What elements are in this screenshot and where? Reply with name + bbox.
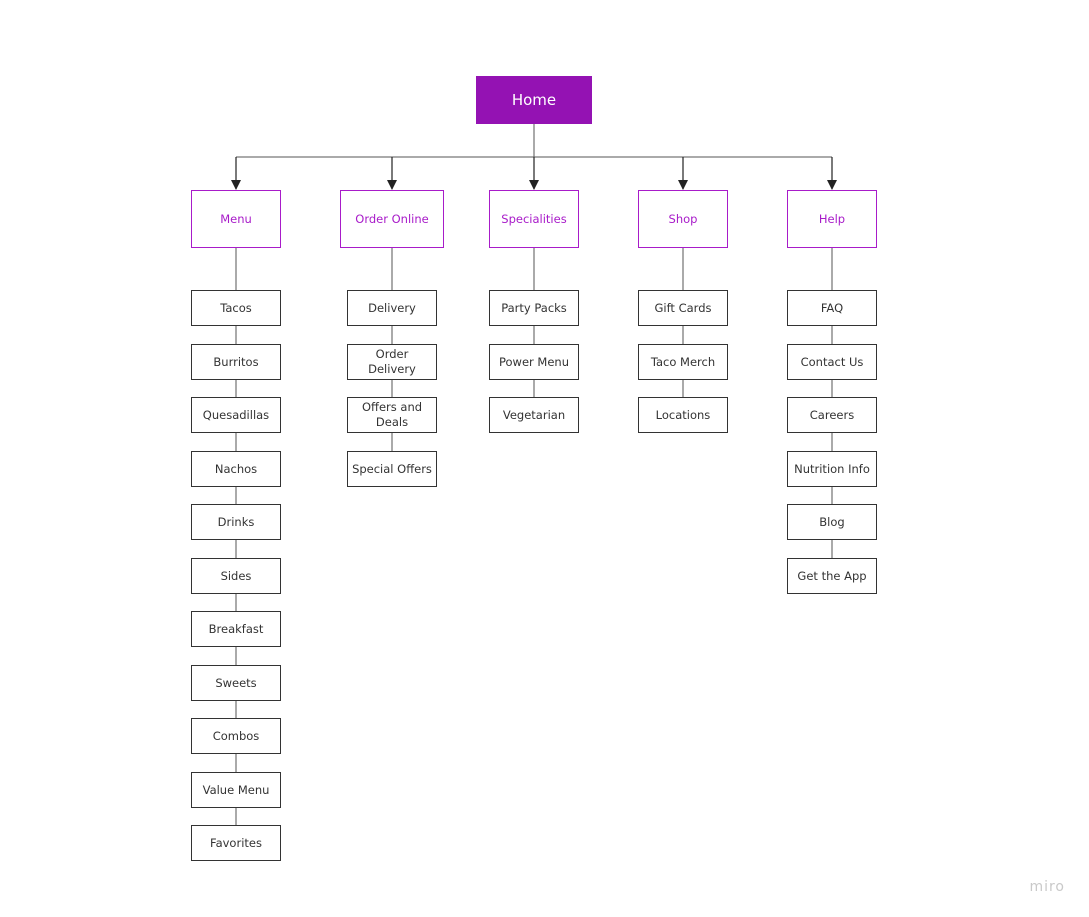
miro-watermark: miro <box>1029 879 1065 895</box>
page-node-label: Power Menu <box>499 354 569 369</box>
category-label: Menu <box>220 211 252 226</box>
page-node[interactable]: Taco Merch <box>638 344 728 380</box>
page-node[interactable]: Quesadillas <box>191 397 281 433</box>
page-node-label: Nutrition Info <box>794 461 870 476</box>
page-node[interactable]: Special Offers <box>347 451 437 487</box>
page-node[interactable]: Blog <box>787 504 877 540</box>
category-node-menu[interactable]: Menu <box>191 190 281 248</box>
page-node-label: Get the App <box>797 568 867 583</box>
page-node[interactable]: Tacos <box>191 290 281 326</box>
page-node[interactable]: Contact Us <box>787 344 877 380</box>
page-node[interactable]: Combos <box>191 718 281 754</box>
page-node-label: Careers <box>809 407 855 422</box>
page-node-label: Quesadillas <box>202 407 270 422</box>
page-node-label: Blog <box>819 514 845 529</box>
page-node[interactable]: Burritos <box>191 344 281 380</box>
page-node[interactable]: Value Menu <box>191 772 281 808</box>
category-label: Order Online <box>355 211 429 226</box>
page-node-label: Drinks <box>217 514 255 529</box>
page-node[interactable]: Vegetarian <box>489 397 579 433</box>
category-node-order-online[interactable]: Order Online <box>340 190 444 248</box>
category-label: Specialities <box>501 211 567 226</box>
page-node-label: Locations <box>655 407 711 422</box>
category-label: Help <box>818 211 846 226</box>
page-node[interactable]: Party Packs <box>489 290 579 326</box>
page-node-label: Nachos <box>214 461 258 476</box>
category-node-shop[interactable]: Shop <box>638 190 728 248</box>
page-node-label: Combos <box>212 728 260 743</box>
page-node-label: Offers and Deals <box>361 400 423 429</box>
page-node-label: Vegetarian <box>502 407 566 422</box>
page-node-label: Burritos <box>213 354 259 369</box>
root-label: Home <box>511 90 557 109</box>
page-node[interactable]: Breakfast <box>191 611 281 647</box>
page-node[interactable]: Nachos <box>191 451 281 487</box>
page-node[interactable]: Sweets <box>191 665 281 701</box>
page-node-label: Gift Cards <box>654 300 712 315</box>
page-node-label: Sweets <box>215 675 257 690</box>
page-node[interactable]: Favorites <box>191 825 281 861</box>
page-node-label: Sides <box>220 568 252 583</box>
page-node-label: Favorites <box>210 835 262 850</box>
page-node-label: Contact Us <box>800 354 864 369</box>
page-node[interactable]: Get the App <box>787 558 877 594</box>
page-node-label: Special Offers <box>352 461 432 476</box>
page-node[interactable]: Careers <box>787 397 877 433</box>
page-node[interactable]: Power Menu <box>489 344 579 380</box>
category-node-help[interactable]: Help <box>787 190 877 248</box>
page-node-label: Taco Merch <box>650 354 716 369</box>
page-node-label: Order Delivery <box>368 347 416 376</box>
page-node-label: Party Packs <box>501 300 567 315</box>
category-node-specialities[interactable]: Specialities <box>489 190 579 248</box>
page-node[interactable]: Gift Cards <box>638 290 728 326</box>
page-node[interactable]: Delivery <box>347 290 437 326</box>
page-node-label: FAQ <box>820 300 844 315</box>
category-label: Shop <box>668 211 698 226</box>
root-node-home[interactable]: Home <box>476 76 592 124</box>
page-node[interactable]: Drinks <box>191 504 281 540</box>
page-node-label: Value Menu <box>202 782 270 797</box>
page-node-label: Delivery <box>368 300 416 315</box>
page-node[interactable]: Offers and Deals <box>347 397 437 433</box>
page-node-label: Breakfast <box>208 621 264 636</box>
page-node[interactable]: Sides <box>191 558 281 594</box>
page-node[interactable]: Locations <box>638 397 728 433</box>
page-node-label: Tacos <box>220 300 252 315</box>
page-node[interactable]: Nutrition Info <box>787 451 877 487</box>
page-node[interactable]: FAQ <box>787 290 877 326</box>
page-node[interactable]: Order Delivery <box>347 344 437 380</box>
